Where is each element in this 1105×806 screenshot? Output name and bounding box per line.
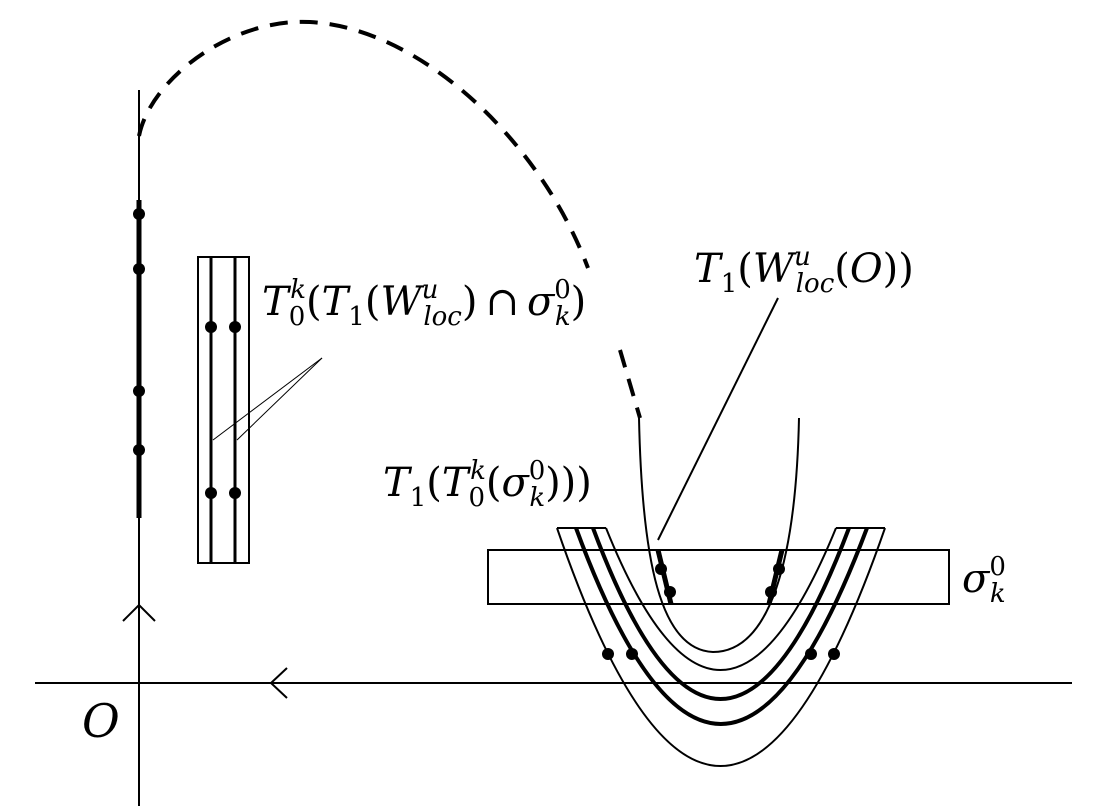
leader-line xyxy=(212,357,323,441)
u-point xyxy=(805,648,817,660)
u-point xyxy=(602,648,614,660)
sigma-point xyxy=(773,563,785,575)
u-point xyxy=(626,648,638,660)
sigma-box xyxy=(487,549,950,605)
axis-point xyxy=(133,385,145,397)
u-point xyxy=(828,648,840,660)
u-curve-bold xyxy=(591,527,851,701)
vertical-axis-arrow-icon xyxy=(122,603,156,622)
strip-point xyxy=(205,321,217,333)
strip-point xyxy=(229,487,241,499)
svg-text:T1(T0k(σ0k))): T1(T0k(σ0k))) xyxy=(383,456,592,513)
axis-point xyxy=(133,263,145,275)
sigma-point xyxy=(765,586,777,598)
leader-line xyxy=(236,357,323,441)
axis-point xyxy=(133,208,145,220)
strip-point xyxy=(205,487,217,499)
u-curve-outer xyxy=(556,527,886,767)
strip-point xyxy=(229,321,241,333)
sigma-point xyxy=(664,586,676,598)
origin-label: O xyxy=(82,694,120,748)
manifold-image-curve xyxy=(638,417,800,654)
left-strip-box xyxy=(197,256,250,564)
sigma-point xyxy=(655,563,667,575)
leader-line xyxy=(657,297,779,541)
u-curve-bold xyxy=(574,527,869,726)
dashed-orbit-curve-lower xyxy=(618,349,642,419)
axis-point xyxy=(133,444,145,456)
dashed-orbit-curve xyxy=(137,19,590,269)
svg-text:σ0k: σ0k xyxy=(962,552,1006,609)
horizontal-axis-arrow-icon xyxy=(269,667,288,699)
u-curve-inner xyxy=(605,527,837,671)
